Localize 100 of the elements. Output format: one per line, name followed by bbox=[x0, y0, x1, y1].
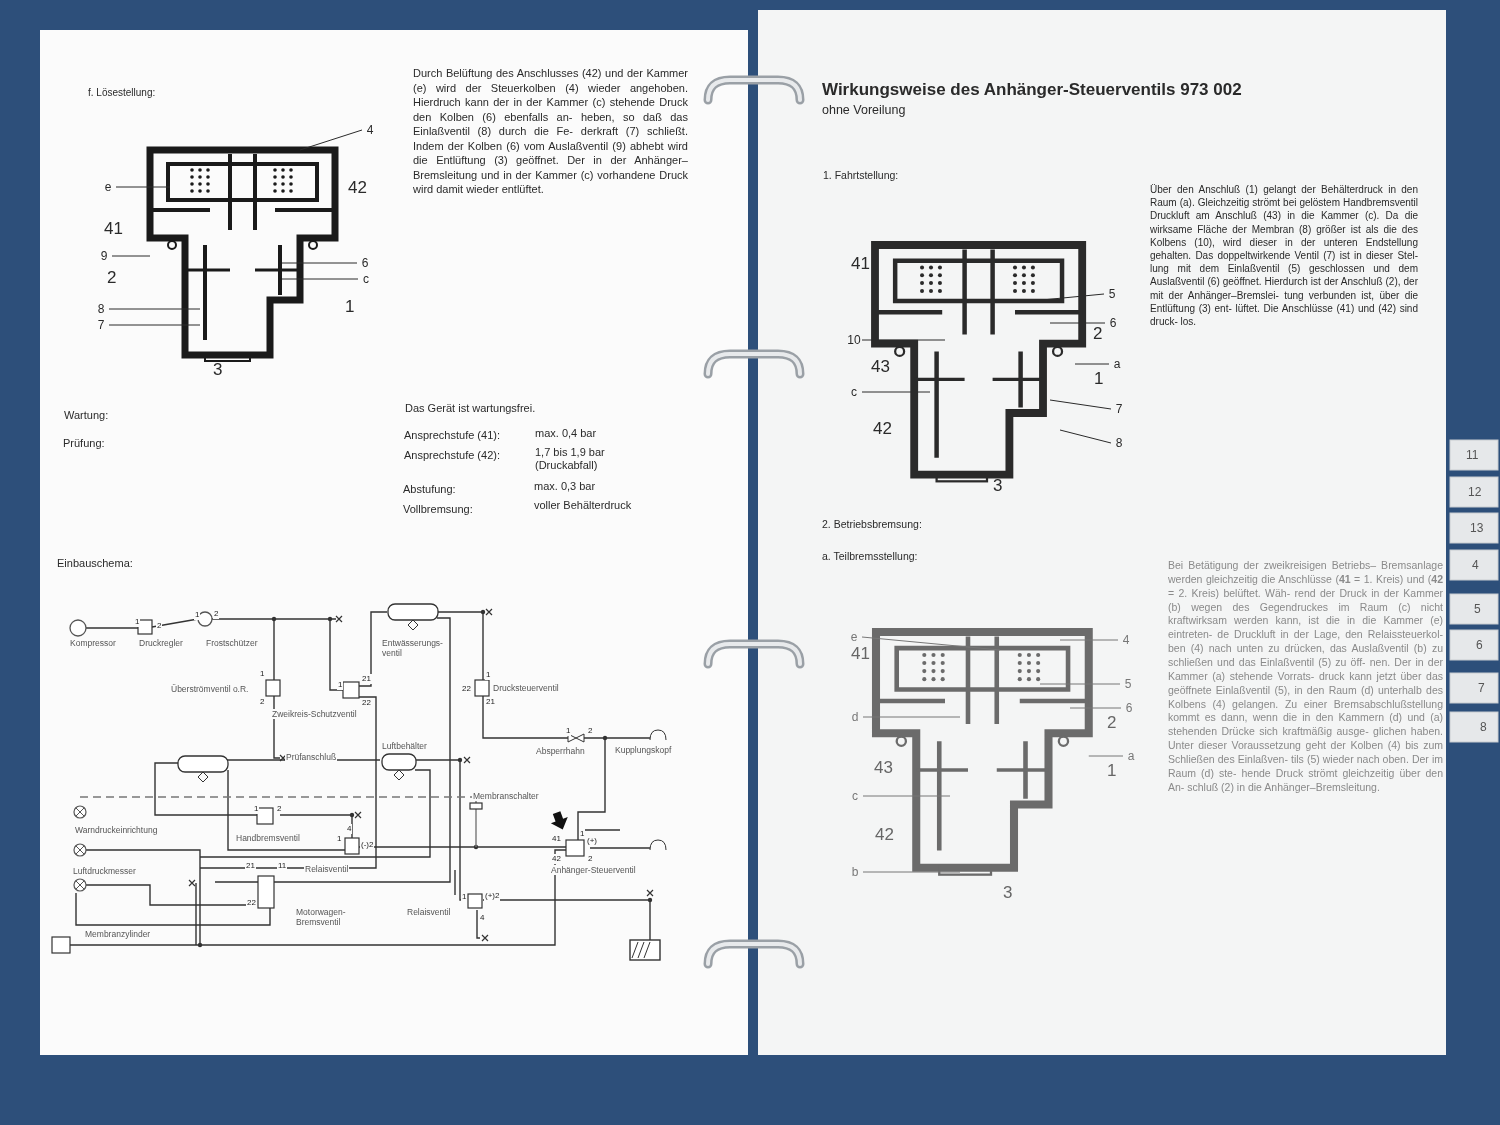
section-heading: 2. Betriebsbremsung: bbox=[822, 518, 922, 531]
port-number: 21 bbox=[485, 697, 496, 707]
callout-label: a bbox=[1123, 748, 1139, 764]
section-heading: a. Teilbremsstellung: bbox=[822, 550, 918, 563]
section-heading: Einbauschema: bbox=[57, 557, 133, 571]
leader-line bbox=[115, 186, 171, 188]
tab-number: 8 bbox=[1480, 720, 1487, 735]
callout-label: c bbox=[358, 271, 374, 287]
component-label: Luftbehälter bbox=[381, 741, 428, 752]
component-label: Druckregler bbox=[138, 638, 184, 649]
port-number: 2 bbox=[213, 609, 220, 619]
paragraph: Bei Betätigung der zweikreisigen Betriebs– Bremsanlage werden gleichzeitig die Anschlüsse (41 = 1. Kreis) und (42 = 2. Kreis) belüftet. Wäh- rend der Druck in der Kammer (b) wegen des Gegendruckes im Raum (c) nicht kraftwirksam werden kann, ist die in die Kammer (e) eintreten- de Druckluft in der Lage, den Relaissteuerkol- ben (4) nach unten zu drücken, das Auslaßventil (b) zu schließen und das Einlaßventil (5) zu öff- nen. Der in der Kammer (a) stehende Vorrats- druck kann jetzt über das geöffnete Einlaßventil (5), in den Raum (d) unterhalb des Kolbens (4) gelangen. Zu einer Bremsabschlußstellung kommt es dann, wenn die in den Kammern (d) und (a) stehenden Drücke sich kraftmäßig ausge- glichen haben. Unter dieser Voraussetzung geht der Kolben (4) bis zum Schließen des Einlaßven- tils (5) wieder nach oben. Der im Raum (d) ste- hende Druck strömt gleichzeitig über den An- schluß (2) in die Anhänger–Bremsleitung. bbox=[1168, 559, 1443, 795]
component-label: Membranzylinder bbox=[84, 929, 152, 940]
port-number: 41 bbox=[551, 834, 562, 844]
callout-label: 9 bbox=[96, 248, 112, 264]
callout-label: c bbox=[847, 788, 863, 804]
port-number: 1 bbox=[259, 669, 266, 679]
row-heading: Prüfung: bbox=[63, 437, 105, 451]
subtitle: ohne Voreilung bbox=[822, 103, 906, 118]
component-label: Absperrhahn bbox=[535, 746, 586, 757]
leader-line bbox=[1059, 639, 1119, 641]
leader-line bbox=[108, 308, 201, 310]
port-number: 21 bbox=[361, 674, 372, 684]
spec-value: voller Behälterdruck bbox=[534, 499, 632, 513]
port-number: 1 bbox=[337, 680, 344, 690]
leader-line bbox=[1088, 755, 1124, 757]
callout-number: 3 bbox=[213, 360, 223, 381]
callout-label: 6 bbox=[357, 255, 373, 271]
component-label: Frostschützer bbox=[205, 638, 259, 649]
callout-number: 42 bbox=[875, 825, 894, 846]
callout-label: a bbox=[1109, 356, 1125, 372]
leader-line bbox=[1074, 363, 1110, 365]
spec-value: max. 0,3 bar bbox=[534, 480, 596, 494]
callout-number: 3 bbox=[993, 476, 1003, 497]
port-number: 22 bbox=[361, 698, 372, 708]
leader-line bbox=[1069, 707, 1122, 709]
port-number: (+) bbox=[586, 836, 598, 846]
page-title: Wirkungsweise des Anhänger-Steuerventils 973 002 bbox=[822, 80, 1242, 101]
valve-section-drawing bbox=[871, 627, 1093, 876]
leader-line bbox=[111, 255, 151, 257]
callout-label: 7 bbox=[1111, 401, 1127, 417]
component-label: Handbremsventil bbox=[235, 833, 301, 844]
leader-line bbox=[861, 391, 931, 393]
callout-number: 43 bbox=[871, 357, 890, 378]
port-number: 2 bbox=[259, 697, 266, 707]
callout-label: e bbox=[846, 629, 862, 645]
leader-line bbox=[281, 262, 358, 264]
port-number: 1 bbox=[134, 617, 141, 627]
component-label: Entwässerungs- ventil bbox=[381, 638, 445, 659]
body-text: Das Gerät ist wartungsfrei. bbox=[405, 402, 536, 416]
valve-section-drawing bbox=[146, 146, 339, 362]
component-label: Warndruckeinrichtung bbox=[74, 825, 159, 836]
callout-label: 4 bbox=[1118, 632, 1134, 648]
leader-line bbox=[862, 795, 951, 797]
callout-label: c bbox=[846, 384, 862, 400]
leader-line bbox=[861, 636, 1001, 651]
port-number: 2 bbox=[587, 854, 594, 864]
component-label: Relaisventil bbox=[304, 864, 350, 875]
port-number: 2 bbox=[587, 726, 594, 736]
section-heading: 1. Fahrtstellung: bbox=[823, 169, 899, 182]
tab-number: 11 bbox=[1466, 448, 1479, 463]
component-label: Zweikreis-Schutzventil bbox=[271, 709, 358, 720]
callout-label: 5 bbox=[1104, 286, 1120, 302]
callout-label: 4 bbox=[362, 122, 378, 138]
port-number: (-)2 bbox=[360, 840, 375, 850]
callout-number: 1 bbox=[1107, 761, 1117, 782]
callout-number: 1 bbox=[345, 297, 355, 318]
component-label: Luftdruckmesser bbox=[72, 866, 137, 877]
port-number: 1 bbox=[485, 670, 492, 680]
tab-number: 7 bbox=[1478, 681, 1485, 696]
leader-line bbox=[861, 339, 946, 341]
port-number: 1 bbox=[461, 892, 468, 902]
callout-label: 5 bbox=[1120, 676, 1136, 692]
callout-number: 42 bbox=[348, 178, 367, 199]
leader-line bbox=[1041, 293, 1105, 301]
port-number: 1 bbox=[336, 834, 343, 844]
callout-number: 43 bbox=[874, 758, 893, 779]
callout-label: 7 bbox=[93, 317, 109, 333]
port-number: 4 bbox=[479, 913, 486, 923]
leader-line bbox=[108, 324, 201, 326]
port-number: 1 bbox=[194, 610, 201, 620]
leader-line bbox=[1049, 322, 1106, 324]
callout-label: e bbox=[100, 179, 116, 195]
spec-value: max. 0,4 bar bbox=[535, 427, 597, 441]
tab-number: 13 bbox=[1470, 521, 1484, 536]
port-number: 22 bbox=[461, 684, 472, 694]
component-label: Drucksteuerventil bbox=[492, 683, 560, 694]
component-label: Prüfanschluß bbox=[285, 752, 338, 763]
port-number: 42 bbox=[551, 854, 562, 864]
callout-label: 6 bbox=[1121, 700, 1137, 716]
callout-number: 1 bbox=[1094, 369, 1104, 390]
callout-number: 41 bbox=[104, 219, 123, 240]
component-label: Anhänger-Steuerventil bbox=[550, 865, 637, 876]
spec-name: Vollbremsung: bbox=[403, 503, 473, 517]
spec-value: 1,7 bis 1,9 bar (Druckabfall) bbox=[535, 446, 606, 473]
leader-line bbox=[281, 278, 359, 280]
leader-line bbox=[862, 871, 961, 873]
callout-number: 2 bbox=[1093, 324, 1103, 345]
spec-name: Ansprechstufe (41): bbox=[404, 429, 500, 443]
callout-number: 3 bbox=[1003, 883, 1013, 904]
